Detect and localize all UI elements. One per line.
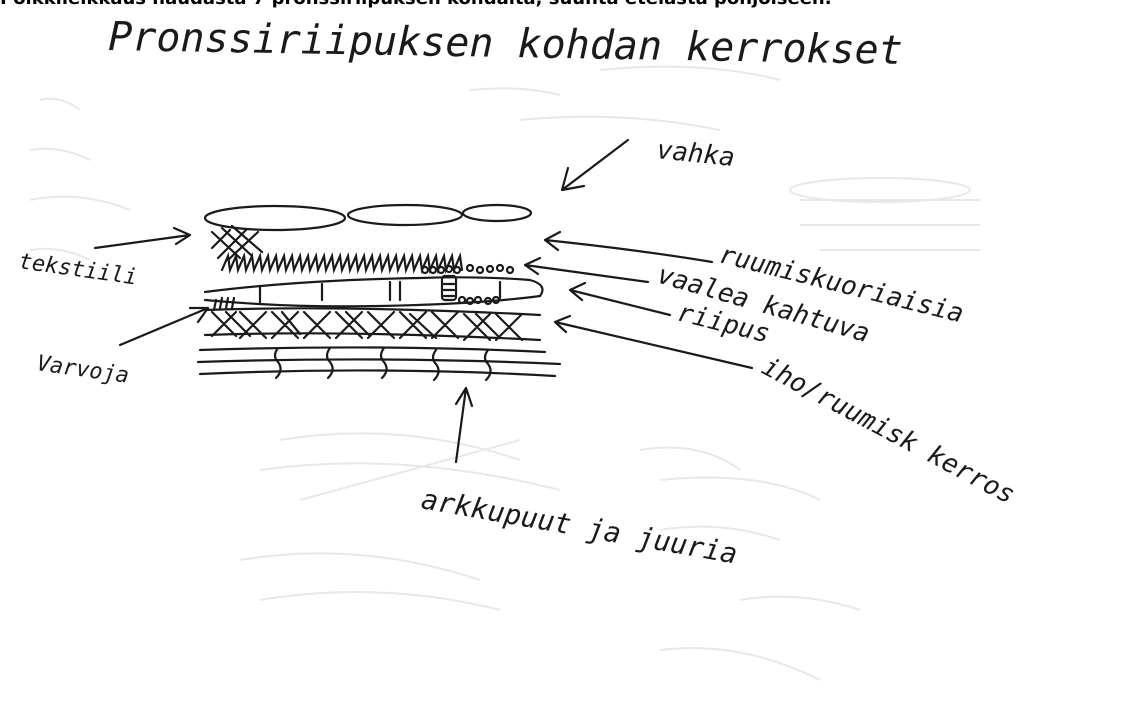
textile-hatch-top — [212, 226, 262, 260]
roots — [275, 348, 491, 380]
sketch-title: Pronssiriipuksen kohdan kerrokset — [108, 14, 903, 74]
oval-large — [205, 206, 345, 230]
oval-small — [463, 205, 531, 221]
label-vahka: vahka — [655, 135, 736, 173]
oval-medium — [348, 205, 462, 225]
bead-row — [422, 265, 513, 273]
skin-lines — [198, 347, 560, 376]
label-varvoja: Varvoja — [35, 351, 130, 389]
label-iho-ruumiskerros: iho/ruumisk kerros — [757, 352, 1020, 511]
layer-drawing — [95, 140, 752, 462]
arrows — [95, 140, 752, 462]
